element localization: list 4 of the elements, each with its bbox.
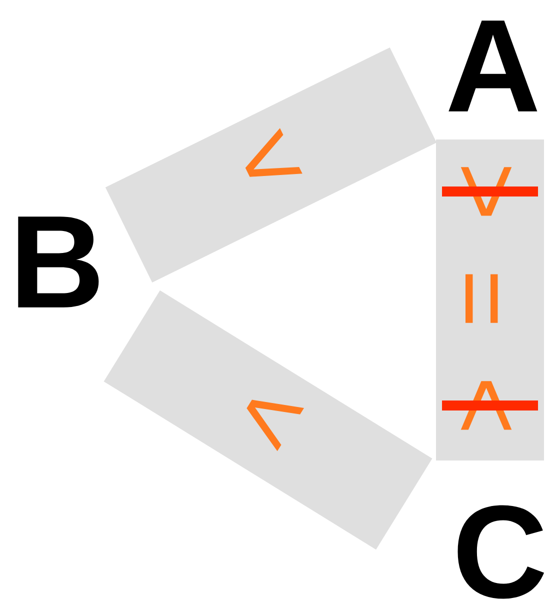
comparison-band: < xyxy=(104,290,432,550)
letter-label: C xyxy=(458,505,544,599)
letter-label: A xyxy=(448,20,538,112)
letter-label: B xyxy=(18,216,99,308)
